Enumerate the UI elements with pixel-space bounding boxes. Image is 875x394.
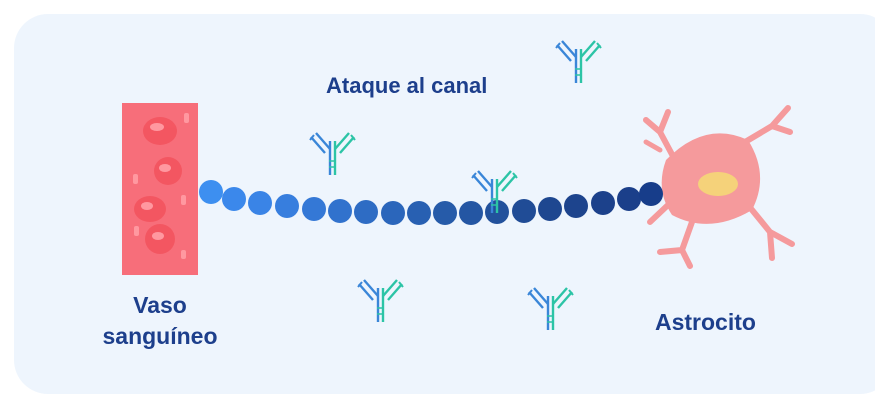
diagram: Ataque al canal Vaso sanguíneo Astrocito — [14, 14, 875, 394]
blood-vessel-icon — [122, 103, 198, 275]
blood-vessel-label: Vaso sanguíneo — [80, 290, 240, 352]
blood-vessel-label-line1: Vaso — [133, 292, 187, 318]
nucleus — [698, 172, 738, 196]
antibody-icon — [554, 39, 603, 85]
antibody-icon — [526, 286, 575, 332]
antibody-icon — [356, 278, 405, 324]
diagram-artwork — [122, 39, 795, 332]
diagram-title: Ataque al canal — [326, 73, 488, 98]
antibody-icon — [308, 131, 357, 177]
channel-chain-icon — [199, 180, 663, 225]
astrocyte-label: Astrocito — [655, 309, 756, 335]
blood-vessel-label-line2: sanguíneo — [102, 323, 218, 349]
astrocyte-icon — [643, 105, 795, 269]
